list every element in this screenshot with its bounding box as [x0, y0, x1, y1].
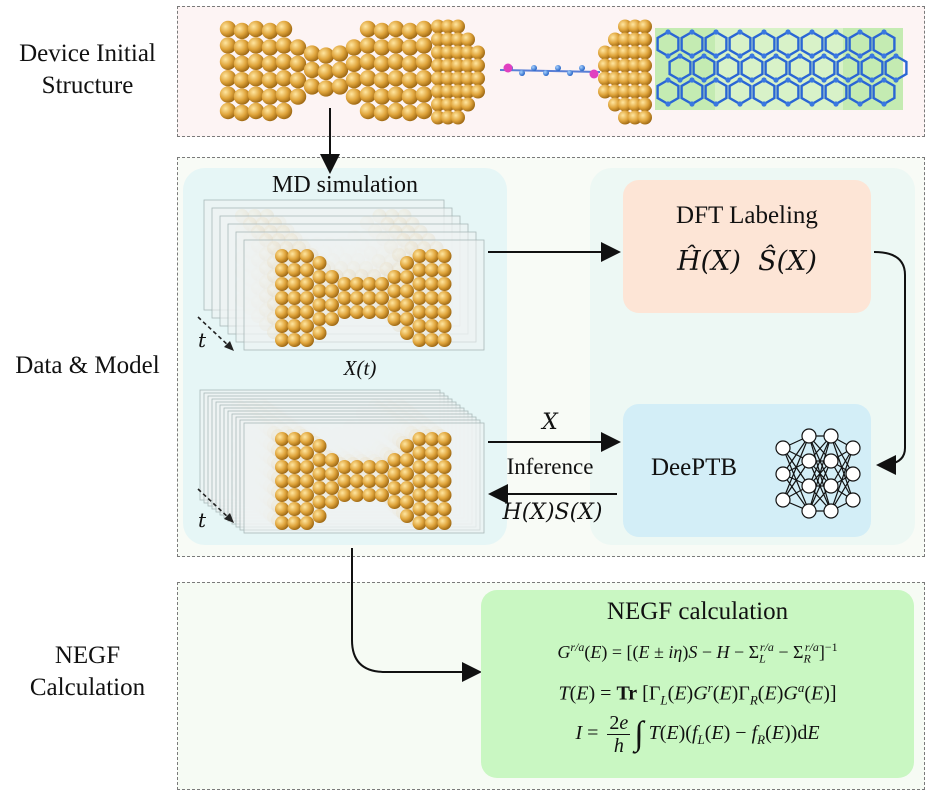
arrow-dft-to-deeptb — [873, 251, 906, 475]
time-arrow-icon — [197, 316, 231, 520]
hs-arrow-label: H(X)S(X) — [502, 500, 603, 525]
negf-calculation-box: NEGF calculation Gr/a(E) = [(E ± iη)S − … — [481, 590, 914, 778]
inference-label: Inference — [506, 454, 594, 479]
s-hat-label: Ŝ(X) — [758, 246, 817, 277]
data-model-label: Data & Model — [15, 352, 160, 379]
negf-label-line1: NEGF — [54, 642, 121, 669]
arrow-md-to-negf — [351, 548, 482, 682]
graphene-ribbon-structure — [655, 28, 908, 110]
neural-network-icon — [775, 428, 861, 519]
deeptb-box: DeePTB — [623, 404, 871, 537]
h-hat-label: Ĥ(X) — [677, 246, 741, 277]
molecular-junction-structure — [431, 19, 652, 125]
dft-hs-hat: Ĥ(X) Ŝ(X) — [623, 246, 871, 277]
dft-labeling-box: DFT Labeling Ĥ(X) Ŝ(X) — [623, 180, 871, 313]
md-trajectory-stacks — [197, 199, 485, 534]
gold-nanowire-structure — [219, 20, 433, 122]
t-label-bottom: t — [198, 508, 207, 532]
x-arrow-label: X — [542, 410, 558, 435]
dft-title: DFT Labeling — [676, 202, 818, 229]
t-label-top: t — [198, 328, 207, 352]
negf-box-title: NEGF calculation — [606, 598, 789, 625]
device-label-line1: Device Initial — [19, 40, 156, 67]
md-simulation-title: MD simulation — [271, 172, 418, 198]
negf-section-label: NEGF Calculation — [0, 640, 175, 704]
device-label-line2: Structure — [41, 72, 134, 99]
xt-label: X(t) — [343, 356, 377, 380]
negf-equation-transmission: T(E) = Tr [ΓL(E)Gr(E)ΓR(E)Ga(E)] — [558, 680, 837, 708]
negf-label-line2: Calculation — [29, 674, 146, 701]
deeptb-title: DeePTB — [651, 454, 738, 481]
negf-equation-green-function: Gr/a(E) = [(E ± iη)S − H − ΣLr/a − ΣRr/a… — [557, 640, 838, 666]
device-structures — [219, 19, 908, 125]
device-section-label: Device Initial Structure — [0, 38, 175, 102]
